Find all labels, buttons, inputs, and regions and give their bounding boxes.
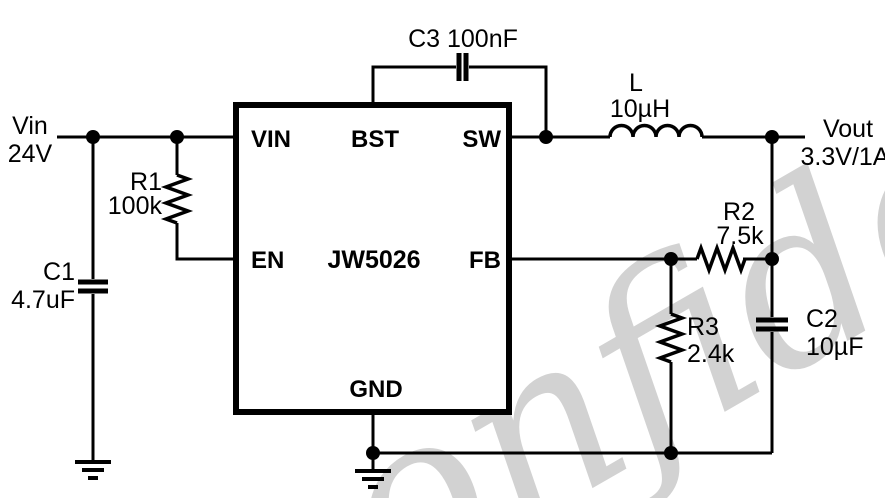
l-value-label: 10µH [610,95,670,123]
pin-label-gnd: GND [349,376,402,403]
r3-ref-label: R3 [687,313,719,341]
junction-dot [765,130,779,144]
vout-name-label: Vout [823,115,873,143]
junction-dot [86,130,100,144]
inductor-l [608,123,704,138]
c3-right-wire [469,65,548,137]
pin-label-sw: SW [462,126,501,153]
c3-label: C3 100nF [408,25,518,53]
vout-value-label: 3.3V/1A [801,143,885,171]
capacitor-c3 [456,53,469,81]
ground-symbol-c1 [75,460,111,480]
junction-dot [664,252,678,266]
pin-label-bst: BST [351,126,399,153]
resistor-r1 [160,173,194,225]
bst-wire [371,65,456,102]
resistor-r3 [654,312,688,364]
c1-value-label: 4.7uF [11,286,75,314]
r1-value-label: 100k [108,192,163,220]
ic-part-number: JW5026 [327,246,420,274]
r3-value-label: 2.4k [687,340,735,368]
capacitor-c2 [756,317,788,332]
ic-body [233,102,512,415]
c2-value-label: 10µF [806,333,863,361]
capacitor-c1 [78,279,108,294]
junction-dot [170,130,184,144]
vin-value-label: 24V [8,140,53,168]
resistor-r2 [695,242,747,276]
r2-ref-label: R2 [723,198,755,226]
pin-label-vin: VIN [251,126,291,153]
pin-label-fb: FB [469,247,501,274]
junction-dot [765,252,779,266]
vin-name-label: Vin [12,112,48,140]
junction-dot [664,446,678,460]
l-ref-label: L [629,69,643,97]
en-wire [175,223,233,261]
c1-ref-label: C1 [43,258,75,286]
c2-ref-label: C2 [806,305,838,333]
ground-symbol-gnd [355,469,391,489]
junction-dot [539,130,553,144]
r2-value-label: 7.5k [716,222,764,250]
r1-ref-label: R1 [130,168,162,196]
junction-dot [366,446,380,460]
pin-label-en: EN [251,247,284,274]
